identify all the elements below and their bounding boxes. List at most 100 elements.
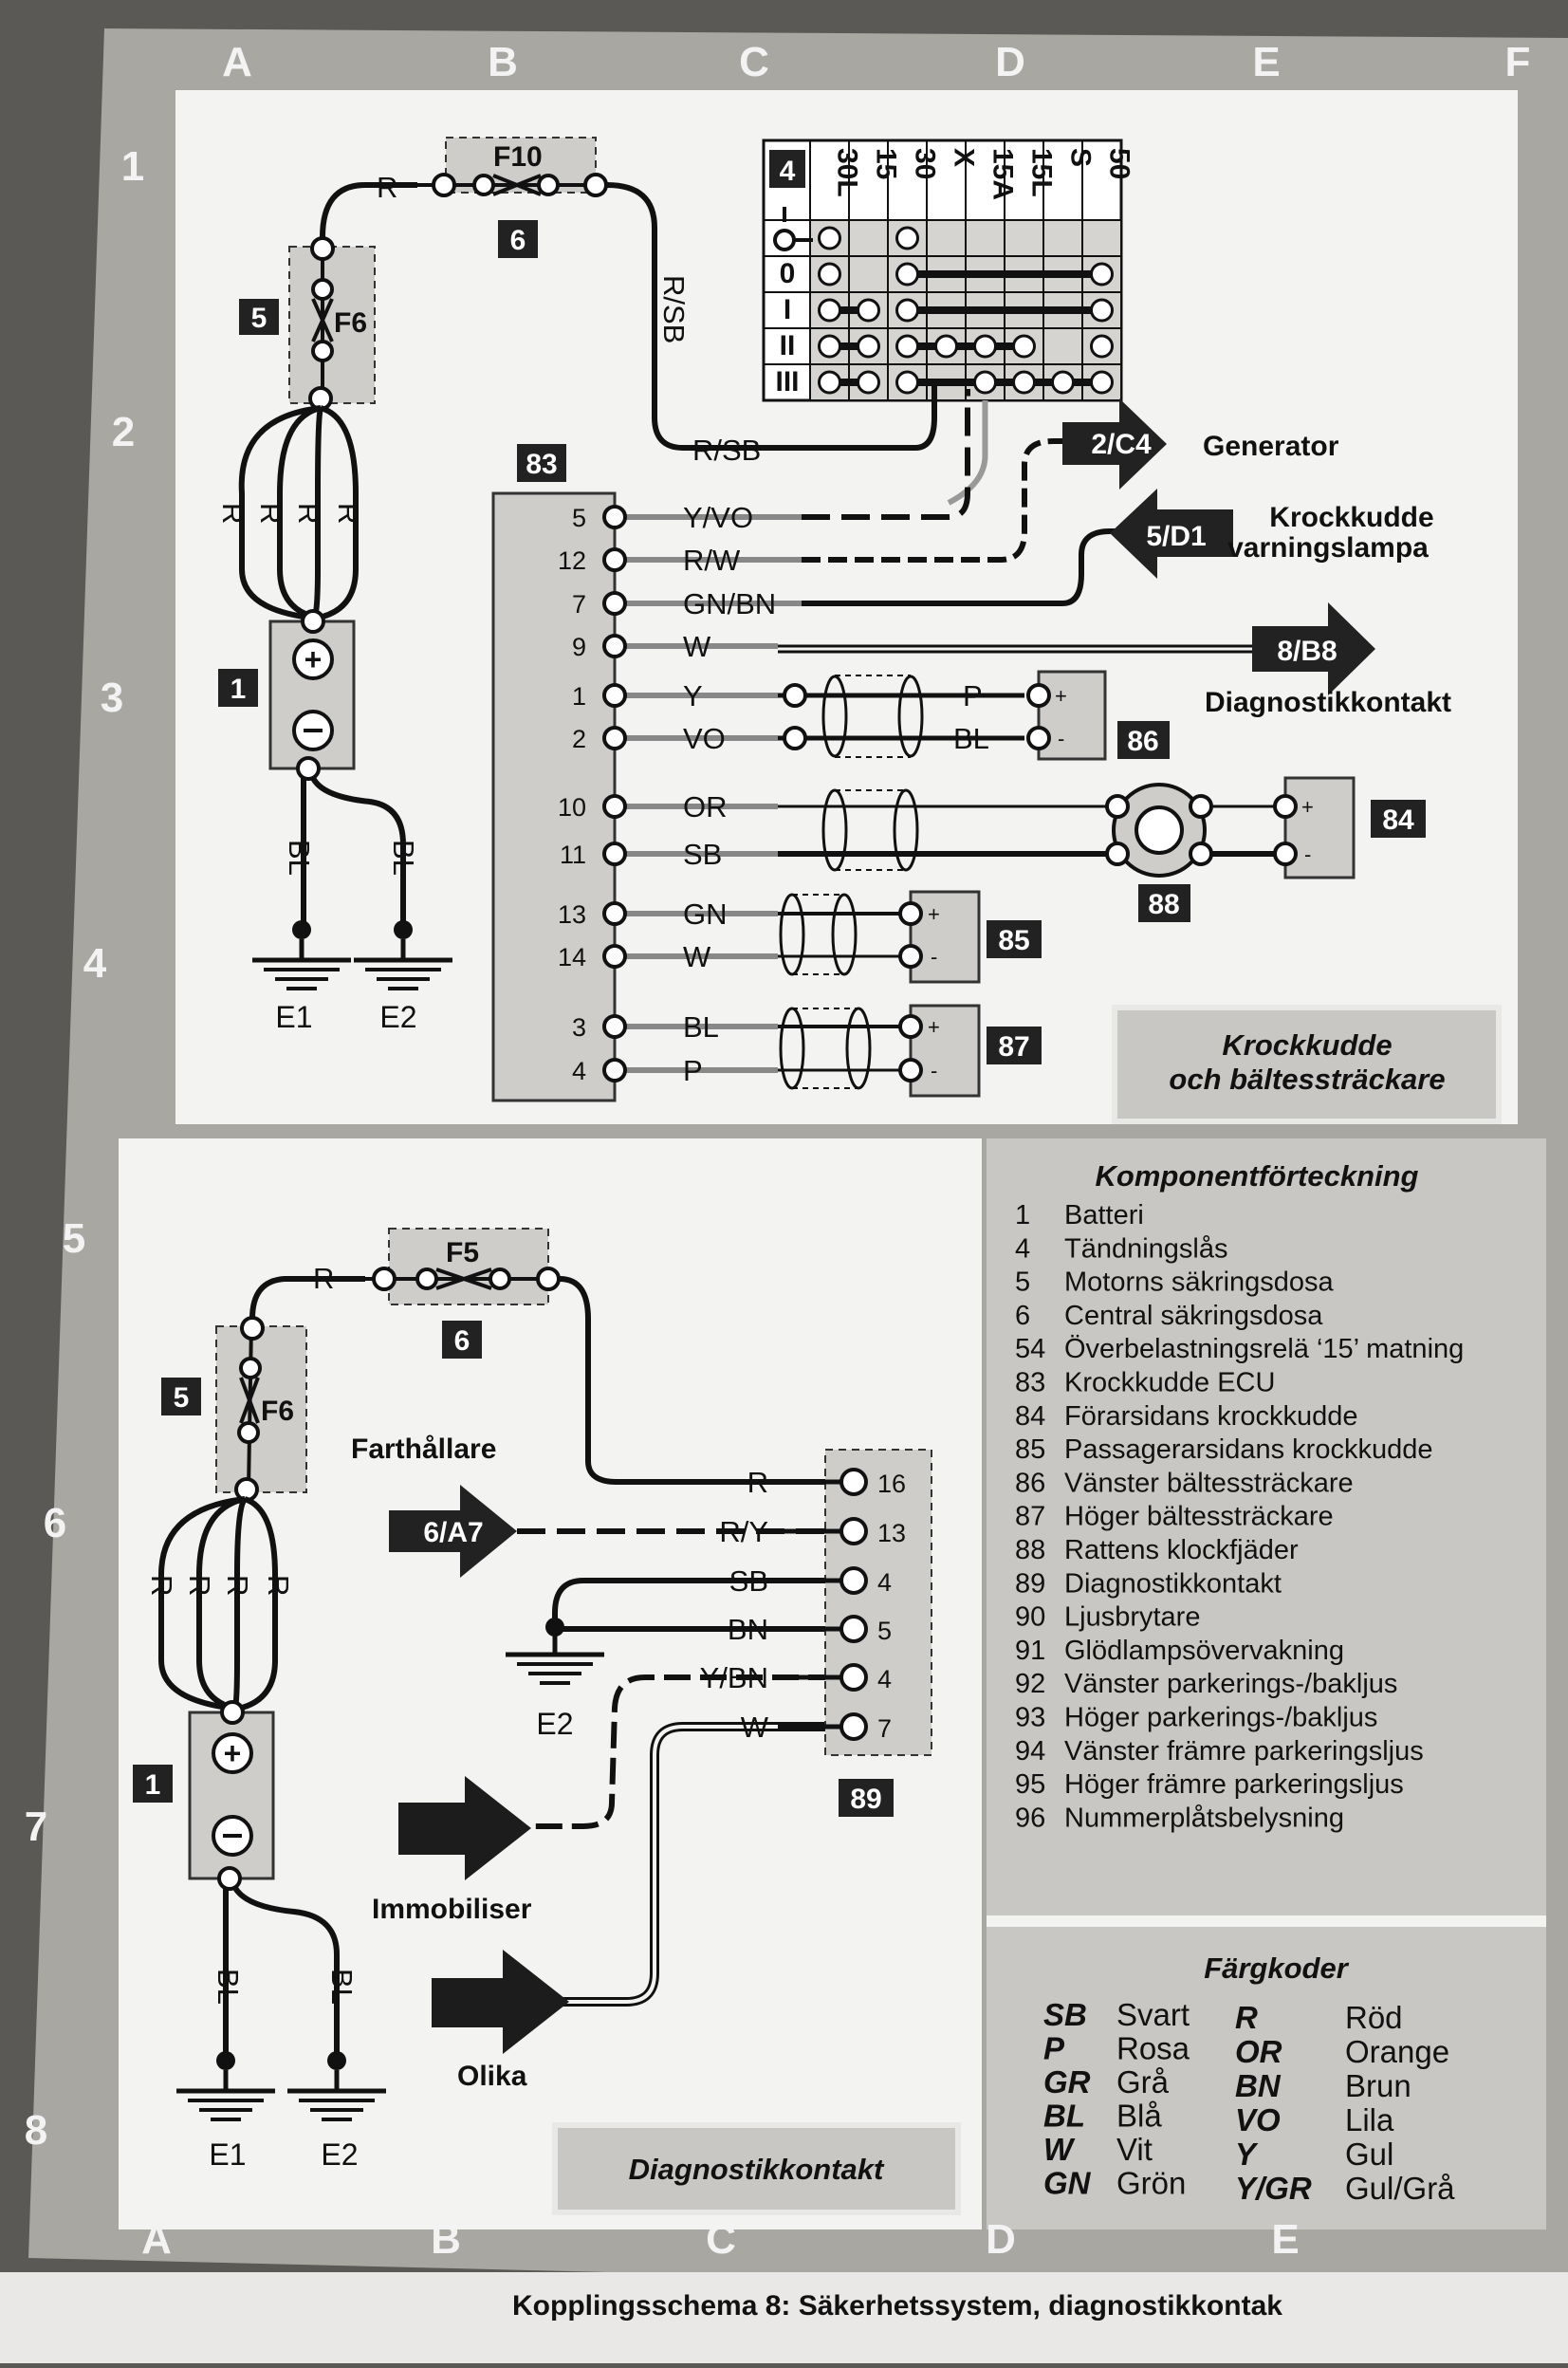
color-name: Grå	[1116, 2064, 1170, 2100]
minus-sign: -	[931, 1059, 937, 1082]
warning-lamp-label-2: varningslampa	[1227, 532, 1429, 564]
grid-column-label: D	[986, 2216, 1016, 2263]
switch-row-label: 0	[780, 258, 796, 289]
wire-r-label: R	[332, 503, 365, 524]
diagnostics-connector	[824, 1449, 932, 1756]
ecu-wire-label: P	[683, 1054, 703, 1087]
wire-bl-label: BL	[325, 1969, 359, 2005]
component-name: Motorns säkringsdosa	[1064, 1267, 1335, 1298]
switch-column-label: S	[1065, 148, 1097, 167]
diagnostics-wire-label: W	[741, 1711, 769, 1744]
svg-text:+: +	[224, 1736, 242, 1770]
ecu-wire-label: SB	[683, 838, 722, 871]
ground-e1-label: E1	[209, 2137, 246, 2172]
component-number: 1	[1015, 1200, 1030, 1230]
fusebox-5-outline	[288, 246, 376, 404]
ref-85-box	[987, 920, 1042, 958]
wire-r-label: R	[216, 503, 249, 524]
ground-e1-label: E1	[275, 1000, 312, 1034]
diagnostics-pin	[839, 1663, 868, 1692]
arrow-cruise-label: 6/A7	[423, 1517, 483, 1548]
terminal	[311, 340, 334, 362]
legend-panel	[987, 1138, 1546, 2229]
plus-sign: +	[928, 1015, 940, 1039]
wire-rsb-label: R/SB	[692, 434, 761, 467]
fuse-f10-label: F10	[493, 141, 543, 173]
fusebox-5-ref-box	[239, 299, 279, 335]
ref-87: 87	[998, 1031, 1029, 1063]
component-number: 54	[1015, 1334, 1045, 1364]
terminal	[311, 278, 334, 301]
wire-r-label: R	[221, 1575, 254, 1596]
fusebox-5-outline	[215, 1325, 307, 1493]
grid-column-label: A	[141, 2216, 172, 2263]
fusebox-5-ref: 5	[251, 303, 267, 334]
ecu-ref-box	[517, 444, 566, 482]
arrow-generator-label: 2/C4	[1091, 429, 1152, 460]
ref-86: 86	[1127, 726, 1158, 757]
switch-column-label: 15A	[987, 148, 1019, 200]
diagnostics-pin-number: 4	[877, 1568, 892, 1597]
ecu-pin	[602, 726, 627, 750]
airbag-ecu	[491, 491, 617, 1102]
arrow-warning-lamp-label: 5/D1	[1146, 521, 1206, 552]
grid-column-label: B	[431, 2216, 461, 2263]
ecu-pin	[602, 683, 627, 708]
diagnostics-wire-label: R	[747, 1466, 768, 1499]
minus-sign: -	[1304, 842, 1311, 866]
diagnostics-pin	[839, 1566, 868, 1595]
arrow-immobiliser	[398, 1776, 531, 1880]
warning-lamp-label-1: Krockkudde	[1269, 502, 1433, 533]
olika-label: Olika	[457, 2061, 527, 2092]
fusebox-5-ref: 5	[174, 1382, 190, 1414]
ecu-wire-label: OR	[683, 790, 728, 823]
grid-row-label: 7	[25, 1804, 47, 1850]
wire-bl-label: BL	[387, 840, 420, 876]
diagnostics-pin-number: 7	[877, 1714, 892, 1743]
component-name: Förarsidans krockkudde	[1064, 1401, 1357, 1432]
arrow-diagnostics	[1252, 602, 1375, 695]
color-name: Blå	[1116, 2099, 1162, 2134]
ecu-pin	[602, 794, 627, 819]
bottom-schematic: 5 F6 R F5 6 Farthållare 6/A7 E2	[133, 1228, 961, 2215]
component-name: Ljusbrytare	[1064, 1602, 1200, 1633]
ecu-pin-number: 11	[560, 841, 586, 869]
color-name: Vit	[1116, 2132, 1153, 2167]
fuse-f5-label: F5	[446, 1237, 479, 1268]
component-number: 83	[1015, 1368, 1045, 1398]
ecu-wire-label: R/W	[683, 544, 741, 577]
component-name: Vänster parkerings-/bakljus	[1064, 1669, 1397, 1699]
component-number: 87	[1015, 1502, 1045, 1532]
color-code: VO	[1235, 2102, 1281, 2137]
wire-r-label: R	[254, 503, 287, 524]
color-code: P	[1043, 2031, 1065, 2066]
component-name: Vänster bältessträckare	[1064, 1468, 1354, 1498]
component-number: 85	[1015, 1434, 1045, 1465]
switch-column-label: 30L	[832, 148, 863, 197]
grid-row-label: 2	[112, 409, 135, 455]
ecu-wire-label: W	[683, 940, 711, 973]
component-number: 86	[1015, 1468, 1045, 1498]
grid-row-label: 4	[83, 940, 107, 987]
ecu-wire-label: W	[683, 630, 711, 663]
battery-ref-box	[218, 669, 258, 707]
ecu-pin	[602, 591, 627, 616]
ecu-pin-number: 5	[572, 504, 586, 532]
wire-r-label: R	[313, 1262, 334, 1295]
switch-column-label: 30	[910, 148, 941, 179]
component-name: Vänster främre parkeringsljus	[1064, 1736, 1424, 1767]
component-name: Höger parkerings-/bakljus	[1064, 1703, 1377, 1733]
plus-sign: +	[928, 902, 940, 926]
diagnostics-wire-label: Y/BN	[700, 1661, 768, 1694]
fusebox-6-ref-box	[498, 220, 538, 258]
diagnostics-wire-label: SB	[729, 1564, 768, 1598]
ecu-pin	[602, 1058, 627, 1082]
ecu-pin-number: 7	[572, 590, 586, 619]
component-number: 92	[1015, 1669, 1045, 1699]
color-code: GN	[1043, 2166, 1092, 2201]
component-name: Tändningslås	[1064, 1233, 1228, 1264]
switch-row-label: III	[775, 366, 799, 398]
ecu-pin-number: 2	[572, 725, 586, 753]
